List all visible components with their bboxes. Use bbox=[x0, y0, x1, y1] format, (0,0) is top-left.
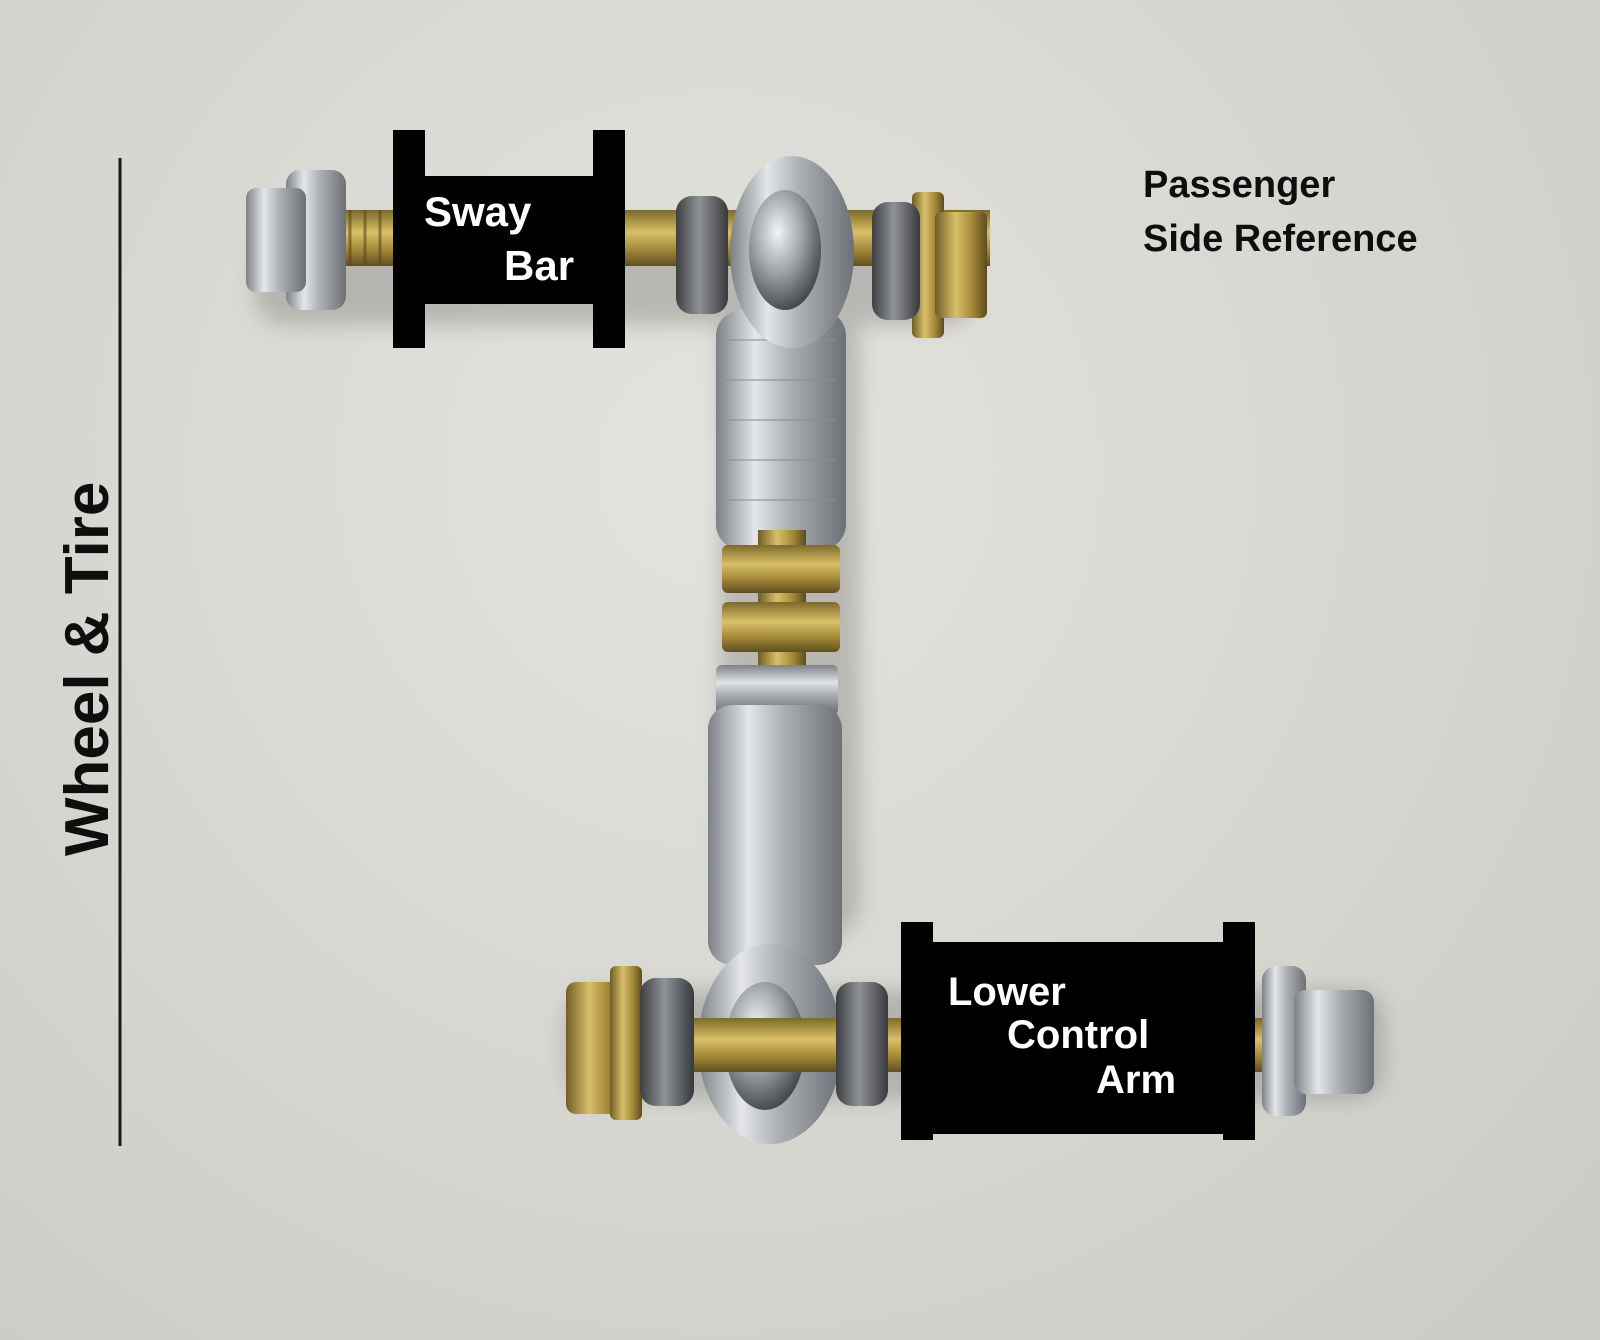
top-rod-end bbox=[716, 156, 854, 550]
sway-bar-label-line2: Bar bbox=[504, 242, 575, 289]
bottom-rod-end bbox=[698, 665, 842, 1144]
wheel-tire-label: Wheel & Tire bbox=[53, 481, 122, 856]
adjuster-stud bbox=[722, 530, 840, 680]
lower-control-arm-label-line2: Control bbox=[1007, 1013, 1150, 1057]
passenger-side-label-line2: Side Reference bbox=[1143, 218, 1418, 260]
lower-control-arm-label-box bbox=[901, 922, 1255, 1140]
passenger-side-label-line1: Passenger bbox=[1143, 164, 1336, 206]
lower-control-arm-label-line3: Arm bbox=[1096, 1058, 1177, 1102]
sway-bar-label-box bbox=[393, 130, 625, 348]
sway-bar-label-line1: Sway bbox=[424, 188, 532, 235]
lower-control-arm-label-line1: Lower bbox=[948, 970, 1066, 1014]
